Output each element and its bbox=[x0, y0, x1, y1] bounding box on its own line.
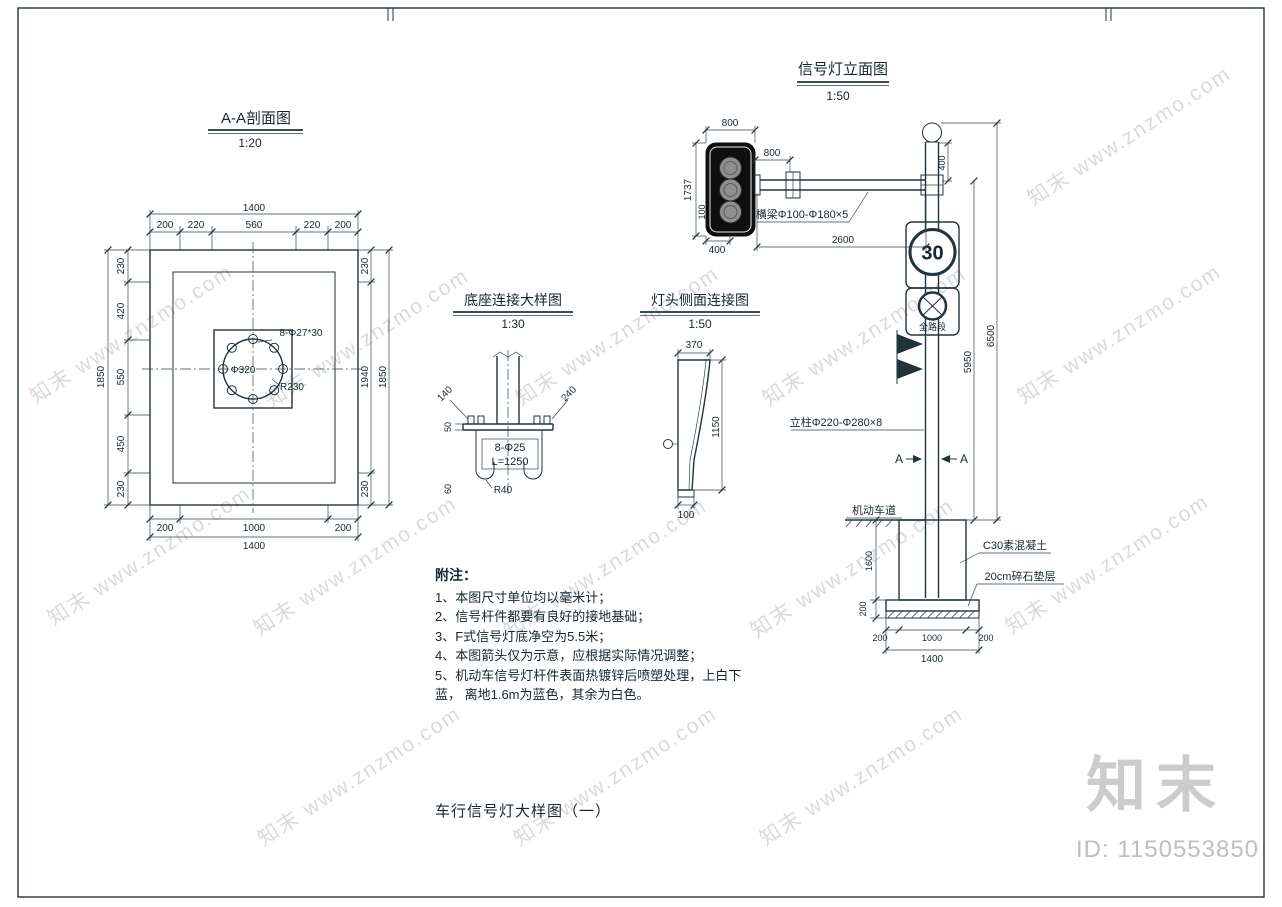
dim-label: 420 bbox=[116, 302, 127, 319]
dim-label: 5950 bbox=[963, 350, 974, 373]
concrete-label: C30素混凝土 bbox=[983, 538, 1047, 552]
notes-block: 附注： 1、本图尺寸单位均以毫米计； 2、信号杆件都要有良好的接地基础； 3、F… bbox=[435, 566, 751, 705]
elevation-title: 信号灯立面图 bbox=[798, 61, 888, 78]
bolt-note-label: 8-Φ27*30 bbox=[279, 328, 322, 339]
dim-label: 800 bbox=[764, 148, 781, 159]
cross-arm bbox=[754, 171, 925, 199]
signal-pole bbox=[920, 122, 944, 598]
speed-limit-sign: 30 bbox=[905, 221, 960, 289]
dim-label: 370 bbox=[686, 340, 703, 351]
brand-logo: 知末 bbox=[1086, 752, 1226, 819]
asset-id: ID: 1150553850 bbox=[1076, 836, 1260, 863]
dim-label: 800 bbox=[722, 118, 739, 129]
lamp-side-view: 灯头侧面连接图 1:50 370 100 bbox=[640, 292, 760, 521]
arm-spec-label: 横梁Φ100-Φ180×5 bbox=[756, 207, 848, 221]
dim-label: 6500 bbox=[986, 324, 997, 347]
drawing-caption: 车行信号灯大样图（一） bbox=[435, 803, 612, 820]
section-foundation-outline bbox=[142, 242, 366, 513]
radius-label: R230 bbox=[280, 382, 304, 393]
signal-head bbox=[705, 142, 756, 237]
dim-label: 200 bbox=[157, 523, 174, 534]
dim-label: 1400 bbox=[243, 203, 266, 214]
no-stopping-sign: 全路段 bbox=[905, 287, 960, 336]
dim-label: 230 bbox=[116, 257, 127, 274]
speed-limit-value: 30 bbox=[921, 243, 943, 265]
section-dimensions: 200 220 560 220 200 1400 230 bbox=[96, 203, 393, 552]
note-line: 3、F式信号灯底净空为5.5米； bbox=[435, 628, 612, 644]
dim-label: 1000 bbox=[243, 523, 266, 534]
dim-label: 1940 bbox=[360, 365, 371, 388]
pole-spec-label: 立柱Φ220-Φ280×8 bbox=[790, 415, 882, 429]
dim-label: 1000 bbox=[922, 633, 942, 643]
note-line: 1、本图尺寸单位均以毫米计； bbox=[435, 589, 612, 605]
section-view-title: A-A剖面图 bbox=[221, 110, 291, 127]
circle-dia-label: Φ320 bbox=[231, 365, 256, 376]
note-line: 2、信号杆件都要有良好的接地基础； bbox=[435, 609, 651, 624]
dim-label: 200 bbox=[157, 220, 174, 231]
elevation-scale: 1:50 bbox=[826, 89, 850, 103]
base-detail-scale: 1:30 bbox=[501, 317, 525, 331]
dim-label: 240 bbox=[559, 384, 579, 404]
dim-label: 1400 bbox=[243, 541, 266, 552]
dim-label: 1400 bbox=[921, 654, 944, 665]
dim-label: 200 bbox=[335, 523, 352, 534]
pole-arrow-signs bbox=[896, 330, 923, 384]
elevation-view: 信号灯立面图 1:50 bbox=[683, 61, 1064, 665]
notes-title: 附注： bbox=[435, 567, 477, 583]
dim-label: 560 bbox=[246, 220, 263, 231]
dim-label: 220 bbox=[304, 220, 321, 231]
dim-label: 100 bbox=[697, 204, 707, 219]
dim-label: 50 bbox=[443, 422, 453, 432]
dim-label: 1850 bbox=[96, 365, 107, 388]
dim-label: 230 bbox=[116, 480, 127, 497]
dim-label: 200 bbox=[978, 633, 993, 643]
elevation-dimensions: 800 800 1737 100 400 bbox=[683, 118, 1002, 665]
bolt-spec-label: 8-Φ25 bbox=[495, 442, 526, 454]
lamp-side-dimensions: 370 100 1150 bbox=[673, 340, 727, 521]
dim-label: 140 bbox=[435, 384, 455, 404]
bolt-length-label: L=1250 bbox=[491, 456, 528, 468]
lamp-side-scale: 1:50 bbox=[688, 317, 712, 331]
dim-label: 1850 bbox=[378, 365, 389, 388]
note-line: 5、机动车信号灯杆件表面热镀锌后喷塑处理，上白下蓝， 离地1.6m为蓝色，其余为… bbox=[435, 667, 742, 703]
dim-label: 220 bbox=[188, 220, 205, 231]
dim-label: 200 bbox=[858, 601, 868, 616]
section-annotations: 8-Φ27*30 Φ320 R230 bbox=[231, 328, 323, 393]
base-detail-title: 底座连接大样图 bbox=[464, 292, 562, 308]
dim-label: 1600 bbox=[864, 551, 874, 571]
dim-label: 200 bbox=[872, 633, 887, 643]
base-detail-labels: 140 240 50 8-Φ25 L=1250 R40 60 bbox=[435, 384, 579, 496]
sheet-border bbox=[17, 7, 1265, 898]
section-mark-label: A bbox=[895, 452, 903, 466]
hook-radius-label: R40 bbox=[494, 485, 513, 496]
section-view-scale: 1:20 bbox=[238, 136, 262, 150]
lamp-side-drawing bbox=[663, 359, 711, 498]
dim-label: 1737 bbox=[683, 178, 694, 201]
sign-zone-label: 全路段 bbox=[919, 321, 946, 332]
dim-label: 2600 bbox=[832, 235, 855, 246]
base-detail-drawing bbox=[462, 350, 554, 495]
dim-label: 100 bbox=[678, 510, 695, 521]
dim-label: 60 bbox=[443, 484, 453, 494]
lamp-side-title: 灯头侧面连接图 bbox=[651, 292, 749, 308]
dim-label: 400 bbox=[709, 245, 726, 256]
base-detail-view: 底座连接大样图 1:30 1 bbox=[435, 292, 579, 496]
ground-label: 机动车道 bbox=[852, 503, 896, 517]
dim-label: 200 bbox=[335, 220, 352, 231]
section-view: A-A剖面图 1:20 8-Φ27*30 bbox=[96, 110, 393, 552]
dim-label: 450 bbox=[116, 435, 127, 452]
dim-label: 230 bbox=[360, 257, 371, 274]
gravel-label: 20cm碎石垫层 bbox=[985, 569, 1056, 583]
elevation-annotations: 横梁Φ100-Φ180×5 立柱Φ220-Φ280×8 机动车道 C30素混凝土… bbox=[756, 191, 1064, 607]
dim-label: 1150 bbox=[711, 416, 722, 438]
section-mark-label: A bbox=[960, 452, 968, 466]
note-line: 4、本图箭头仅为示意，应根据实际情况调整； bbox=[435, 648, 703, 663]
dim-label: 550 bbox=[116, 368, 127, 385]
dim-label: 400 bbox=[937, 155, 947, 170]
dim-label: 230 bbox=[360, 480, 371, 497]
